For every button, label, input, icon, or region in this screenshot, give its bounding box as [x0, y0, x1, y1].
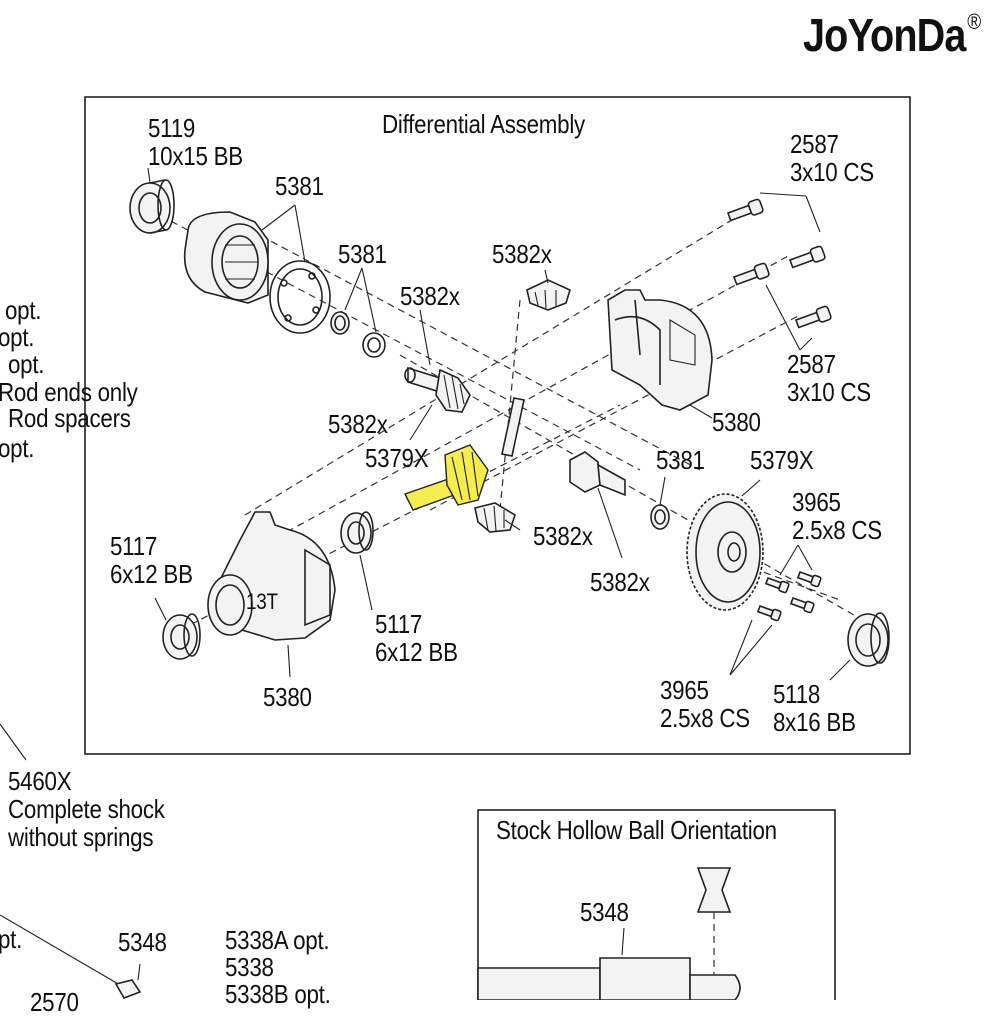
cross-pin [501, 397, 525, 457]
label-5381-top: 5381 [275, 171, 324, 201]
label-5382x-side: 5382x [590, 567, 650, 597]
ball-orientation-drawing [477, 867, 741, 1000]
label-5382x-shaft: 5382x [400, 281, 460, 311]
housing-5380-left [207, 511, 336, 641]
label-5380-right: 5380 [712, 407, 761, 437]
diagram-title: Differential Assembly [382, 109, 585, 139]
label-5338a: 5338A opt. [225, 925, 330, 955]
label-partial-part: 2570 [30, 987, 79, 1017]
side-gear-5382x-right [569, 451, 626, 497]
note-opt-3: opt. [8, 349, 45, 379]
label-5381-mid: 5381 [338, 239, 387, 269]
differential-frame [84, 96, 911, 755]
label-5382x-bottom: 5382x [533, 521, 593, 551]
ball-box-title: Stock Hollow Ball Orientation [496, 815, 777, 845]
output-gear-5382x-left [404, 366, 471, 413]
label-5381-lower: 5381 [656, 445, 705, 475]
note-pt: pt. [0, 924, 23, 954]
diff-case-5381 [183, 211, 269, 304]
washer-5381-left [330, 311, 350, 335]
label-5379x-ring: 5379X [750, 445, 814, 475]
housing-5380-right [607, 289, 713, 411]
label-5348-left: 5348 [118, 927, 167, 957]
note-rod-spacers: Rod spacers [8, 403, 131, 433]
spider-gear-5382x-top [526, 279, 571, 311]
washer-5381-lower [650, 504, 670, 530]
note-opt-2: opt. [0, 322, 35, 352]
note-rod-ends: Rod ends only [0, 377, 138, 407]
bearing-5117-center [340, 511, 374, 554]
spider-gear-5382x-bottom [474, 502, 516, 533]
label-5338: 5338 [225, 952, 274, 982]
assembly-axis-lines [149, 209, 881, 631]
label-5379x-pinion: 5379X [365, 443, 429, 473]
label-5380-left: 5380 [263, 682, 312, 712]
bearing-5118 [847, 612, 890, 667]
label-5382x-left: 5382x [328, 409, 388, 439]
leader-lines [0, 167, 851, 761]
label-13t: 13T [246, 589, 278, 614]
screws-3965 [756, 570, 822, 622]
label-5338b: 5338B opt. [225, 979, 331, 1009]
brand-logo: JoYonDa® [803, 9, 981, 61]
label-5348-box: 5348 [580, 897, 629, 927]
shock-rod-partial [0, 914, 142, 999]
bearing-5119 [129, 179, 175, 234]
label-5382x-top: 5382x [492, 239, 552, 269]
washer-5381-right [362, 332, 386, 358]
bearing-5117-left [162, 613, 201, 660]
ring-gear-5379x [686, 493, 764, 611]
note-opt-4: opt. [0, 433, 35, 463]
note-opt-1: opt. [5, 295, 42, 325]
screws-2587 [726, 198, 832, 329]
pinion-gear-5379x-highlight [404, 444, 489, 511]
gasket-5381 [269, 260, 331, 334]
ball-orientation-frame [477, 809, 836, 1000]
